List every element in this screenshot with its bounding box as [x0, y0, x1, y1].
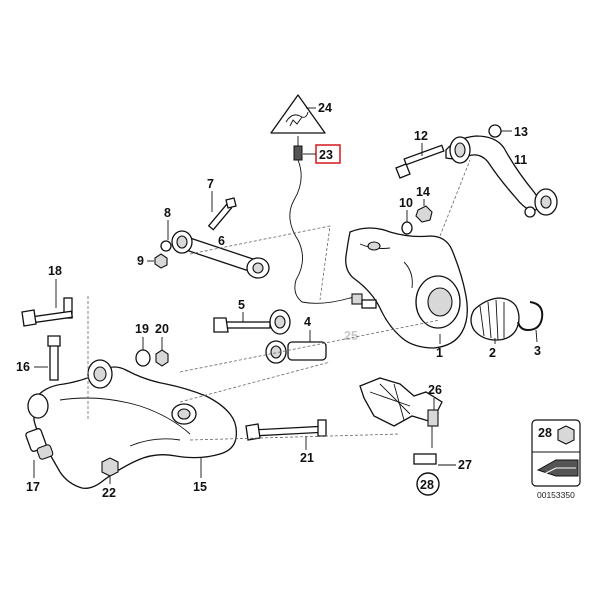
- callout-28-circled[interactable]: 28: [420, 478, 434, 492]
- bolt-16: [47, 335, 61, 381]
- callout-27[interactable]: 27: [458, 458, 472, 472]
- nut-28-icon: [557, 425, 575, 445]
- sensor-connector-25: [351, 293, 377, 309]
- callout-8[interactable]: 8: [164, 206, 171, 220]
- diagram-code: 00153350: [537, 490, 575, 500]
- callout-6[interactable]: 6: [218, 234, 225, 248]
- callout-4[interactable]: 4: [304, 315, 311, 329]
- bolt-21: [245, 419, 327, 441]
- callout-7[interactable]: 7: [207, 177, 214, 191]
- circlip-3: [517, 301, 544, 332]
- nut-22: [101, 457, 119, 477]
- washer-10: [401, 221, 413, 235]
- callout-10[interactable]: 10: [399, 196, 413, 210]
- assembly-line: [189, 225, 331, 301]
- rear-subframe-15: [27, 359, 238, 489]
- callout-21[interactable]: 21: [300, 451, 314, 465]
- callout-25[interactable]: 25: [344, 329, 358, 343]
- callout-15[interactable]: 15: [193, 480, 207, 494]
- nut-20: [155, 349, 169, 367]
- assembly-line: [179, 319, 441, 373]
- bolt-7: [207, 197, 237, 231]
- warning-label-triangle: [270, 94, 326, 134]
- washer-near-11: [524, 206, 536, 218]
- link-4: [265, 309, 327, 364]
- callout-17[interactable]: 17: [26, 480, 40, 494]
- wear-sensor-plug: [293, 145, 303, 161]
- callout-9[interactable]: 9: [137, 254, 144, 268]
- assembly-line: [439, 159, 471, 237]
- wear-sensor-cable: [289, 159, 369, 305]
- clip-27: [413, 453, 437, 465]
- washer-19: [135, 349, 151, 367]
- wheel-carrier: [345, 227, 468, 349]
- bolt-5: [213, 317, 271, 333]
- callout-12[interactable]: 12: [414, 129, 428, 143]
- callout-23[interactable]: 23: [319, 148, 333, 162]
- axle-boot: [470, 297, 520, 341]
- callout-13[interactable]: 13: [514, 125, 528, 139]
- callout-18[interactable]: 18: [48, 264, 62, 278]
- control-link-6: [171, 230, 270, 279]
- callout-14[interactable]: 14: [416, 185, 430, 199]
- washer-8: [160, 240, 172, 252]
- upper-control-arm: [445, 135, 558, 216]
- callout-20[interactable]: 20: [155, 322, 169, 336]
- callout-19[interactable]: 19: [135, 322, 149, 336]
- reference-box: [531, 419, 581, 487]
- callout-1[interactable]: 1: [436, 346, 443, 360]
- callout-28-box[interactable]: 28: [538, 426, 552, 440]
- bolt-18: [21, 297, 73, 327]
- callout-24[interactable]: 24: [318, 101, 332, 115]
- callout-22[interactable]: 22: [102, 486, 116, 500]
- assembly-line: [179, 361, 331, 403]
- callout-26[interactable]: 26: [428, 383, 442, 397]
- nut-14: [415, 205, 433, 223]
- bracket-26: [359, 377, 443, 448]
- nut-13: [488, 124, 502, 138]
- callout-16[interactable]: 16: [16, 360, 30, 374]
- callout-3[interactable]: 3: [534, 344, 541, 358]
- callout-11[interactable]: 11: [514, 153, 527, 167]
- nut-9: [154, 253, 168, 269]
- callout-5[interactable]: 5: [238, 298, 245, 312]
- assembly-line: [189, 433, 401, 441]
- bump-stop-17: [25, 428, 54, 460]
- bolt-12: [395, 144, 445, 179]
- circled-reference-28: [416, 472, 440, 496]
- callout-2[interactable]: 2: [489, 346, 496, 360]
